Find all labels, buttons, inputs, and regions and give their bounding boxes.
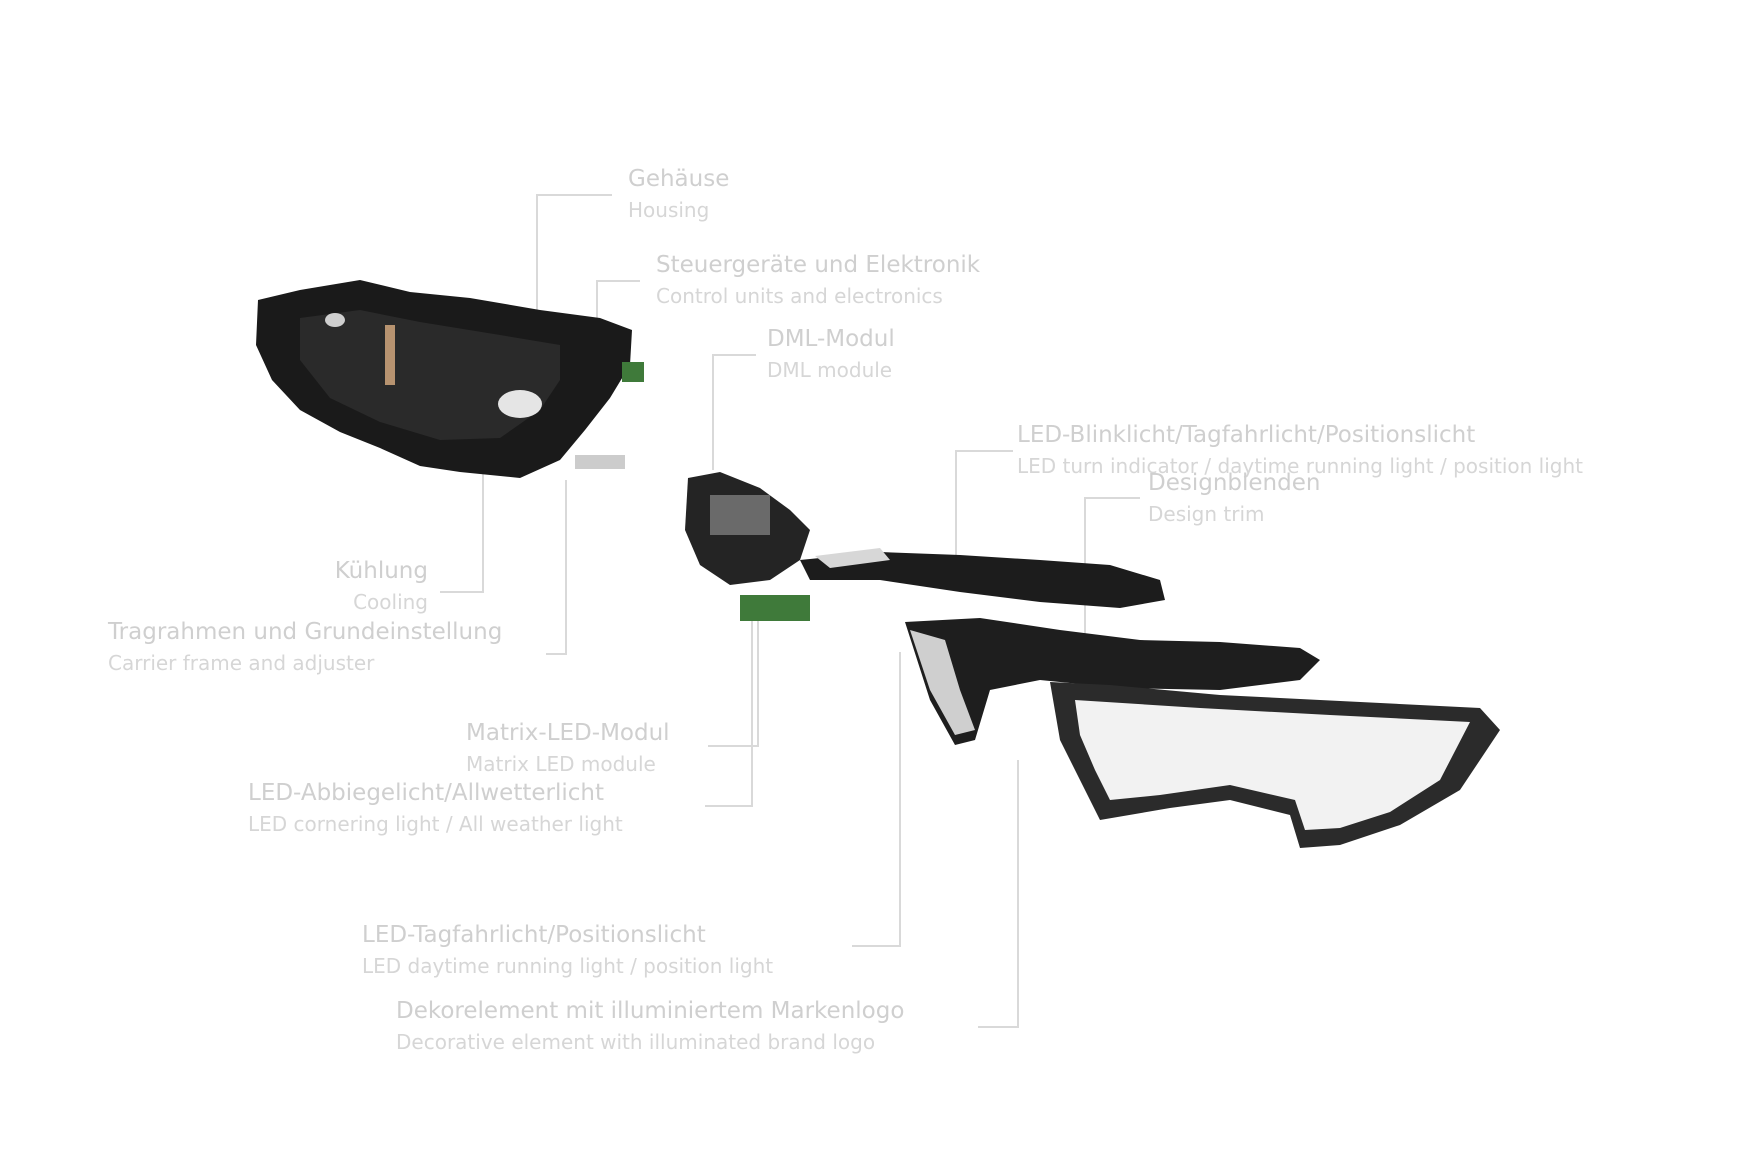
label-carrier: Tragrahmen und Grundeinstellung Carrier … <box>108 619 502 675</box>
matrix-led-part <box>740 595 810 621</box>
label-housing-en: Housing <box>628 197 710 222</box>
label-carrier-en: Carrier frame and adjuster <box>108 650 375 675</box>
leader-line-carrier <box>546 480 567 655</box>
control-unit-green <box>622 362 644 382</box>
label-carrier-de: Tragrahmen und Grundeinstellung <box>108 619 503 645</box>
matrix-led-board <box>740 595 810 621</box>
label-drl-en: LED daytime running light / position lig… <box>362 953 774 978</box>
label-blink-en: LED turn indicator / daytime running lig… <box>1017 453 1583 478</box>
label-cornering: LED-Abbiegelicht/Allwetterlicht LED corn… <box>248 780 623 836</box>
leader-line-dml <box>712 354 756 470</box>
leader-line-cornering <box>705 620 753 807</box>
housing-inner <box>300 310 560 440</box>
label-designtrim: Designblenden Design trim <box>1148 470 1320 526</box>
dml-module-part <box>685 472 810 585</box>
housing-led-strip <box>575 455 625 469</box>
label-cooling-de: Kühlung <box>334 558 428 584</box>
design-trim-frame <box>905 618 1320 745</box>
label-cornering-en: LED cornering light / All weather light <box>248 811 623 836</box>
label-matrix-en: Matrix LED module <box>466 751 656 776</box>
label-deco-en: Decorative element with illuminated bran… <box>396 1029 876 1054</box>
design-trim-chrome <box>910 630 975 735</box>
label-control-de: Steuergeräte und Elektronik <box>656 252 981 278</box>
label-control-en: Control units and electronics <box>656 283 943 308</box>
housing-bolt <box>385 325 395 385</box>
label-deco-de: Dekorelement mit illuminiertem Markenlog… <box>396 998 905 1024</box>
turn-indicator-part <box>800 548 1165 608</box>
outer-lens-part <box>1050 682 1500 848</box>
label-drl-de: LED-Tagfahrlicht/Positionslicht <box>362 922 706 948</box>
label-designtrim-en: Design trim <box>1148 501 1265 526</box>
label-dml-en: DML module <box>767 357 893 382</box>
housing-port-small <box>325 313 345 327</box>
design-trim-part <box>905 618 1320 745</box>
label-blink: LED-Blinklicht/Tagfahrlicht/Positionslic… <box>1017 422 1583 478</box>
label-control: Steuergeräte und Elektronik Control unit… <box>656 252 980 308</box>
leader-line-cooling <box>440 470 484 593</box>
label-matrix: Matrix-LED-Modul Matrix LED module <box>466 720 670 776</box>
leader-line-housing <box>536 194 612 312</box>
outer-lens-glass <box>1075 700 1470 830</box>
leader-line-blink <box>955 450 1013 580</box>
label-designtrim-de: Designblenden <box>1148 470 1321 496</box>
label-cornering-de: LED-Abbiegelicht/Allwetterlicht <box>248 780 604 806</box>
label-housing: Gehäuse Housing <box>628 166 729 222</box>
label-housing-de: Gehäuse <box>628 166 730 192</box>
leader-line-matrix <box>708 618 759 747</box>
turn-indicator-strip <box>800 552 1165 608</box>
label-cooling: Kühlung Cooling <box>335 558 428 614</box>
housing-port <box>498 390 542 418</box>
housing-part <box>256 280 644 478</box>
label-dml: DML-Modul DML module <box>767 326 895 382</box>
turn-indicator-reflector <box>815 548 890 568</box>
label-cooling-en: Cooling <box>353 589 428 614</box>
label-matrix-de: Matrix-LED-Modul <box>466 720 670 746</box>
leader-line-drl <box>852 652 901 947</box>
dml-detail <box>710 495 770 535</box>
leader-line-deco <box>978 760 1019 1028</box>
label-deco: Dekorelement mit illuminiertem Markenlog… <box>396 998 904 1054</box>
label-drl: LED-Tagfahrlicht/Positionslicht LED dayt… <box>362 922 773 978</box>
label-blink-de: LED-Blinklicht/Tagfahrlicht/Positionslic… <box>1017 422 1476 448</box>
label-dml-de: DML-Modul <box>767 326 895 352</box>
leader-lines <box>440 194 1140 1028</box>
